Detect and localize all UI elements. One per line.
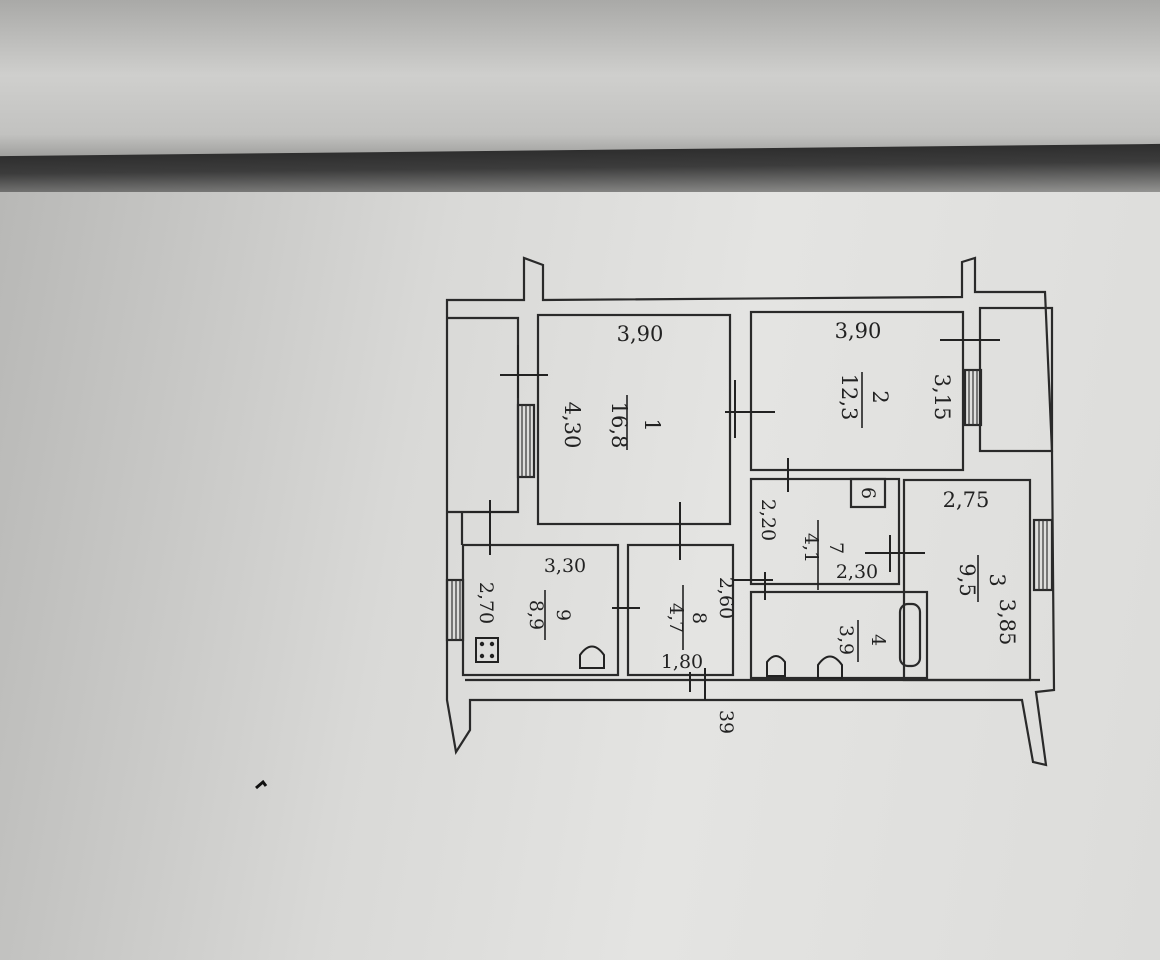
room-1-number: 1 [640,418,664,431]
room-3-width: 2,75 [943,488,990,512]
room-7-area: 4,1 [800,533,822,563]
room-2-width: 3,90 [835,319,882,343]
room-9-length: 2,70 [475,582,497,624]
room-2-outline [749,310,965,472]
toilet-icon [817,655,843,679]
bathtub-icon [898,602,922,668]
closet-outline [978,306,1054,453]
room-7-width: 2,30 [836,561,878,583]
stove-icon [475,637,499,663]
room-9-area: 8,9 [525,600,547,630]
sink-icon [766,655,786,677]
dimension-label: 39 [715,710,737,734]
room-8-width: 1,80 [661,651,703,673]
room-3-number: 3 [985,573,1009,586]
pencil-mark [255,779,268,790]
room-2-number: 2 [868,390,892,403]
room-9-number: 9 [552,609,574,621]
room-2-length: 3,15 [930,374,954,421]
toilet-icon [579,645,605,669]
room-3-length: 3,85 [995,599,1019,646]
room-8-number: 8 [688,612,710,624]
room-4-area: 3,9 [835,625,857,655]
paper-sheet [0,192,1160,960]
room-3-area: 9,5 [955,563,979,596]
room-4-number: 4 [867,634,889,646]
room-1-area: 16,8 [607,402,631,449]
inner-wall [447,316,520,514]
room-7-number: 7 [825,542,847,554]
room-8-area: 4,7 [665,603,687,633]
room-1-width: 3,90 [617,322,664,346]
room-9-width: 3,30 [544,555,586,577]
room-8-length: 2,60 [715,577,737,619]
window-icon [445,578,465,642]
room-1-outline [536,313,732,526]
room-6-number: 6 [857,487,879,499]
room-1-length: 4,30 [560,402,584,449]
room-3-outline [902,478,1032,682]
room-2-area: 12,3 [837,374,861,421]
room-7-length: 2,20 [757,499,779,541]
room-7-outline [749,477,901,586]
folded-page-edge [0,0,1160,168]
